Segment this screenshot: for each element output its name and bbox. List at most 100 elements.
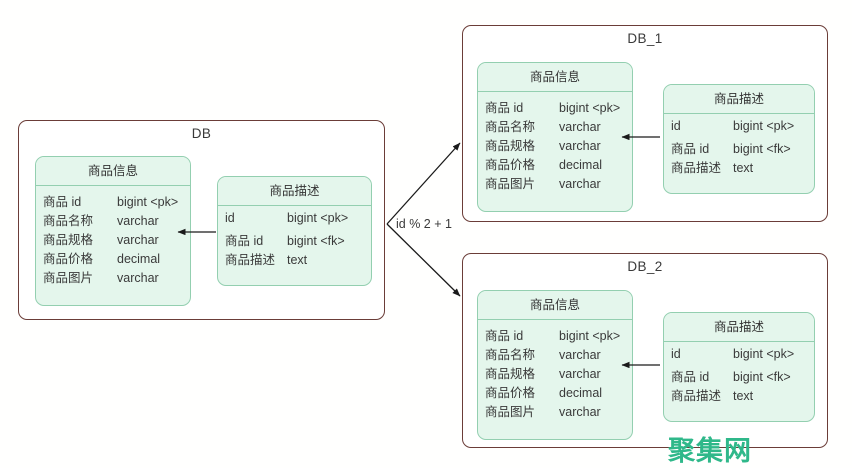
table-row: 商品图片 varchar (36, 267, 190, 286)
field-type: varchar (117, 233, 159, 247)
table-row: 商品 id bigint <pk> (36, 191, 190, 210)
field-type: decimal (559, 386, 603, 400)
shard-arrow-to-db1 (386, 142, 461, 225)
table-title: 商品信息 (478, 63, 632, 92)
table-row: 商品规格 varchar (478, 135, 632, 154)
table-title: 商品信息 (478, 291, 632, 320)
table-body: 商品 id bigint <pk> 商品名称 varchar 商品规格 varc… (36, 186, 190, 292)
table-row: 商品 id bigint <fk> (664, 366, 814, 385)
field-type: bigint <fk> (287, 234, 345, 248)
field-type: text (733, 389, 754, 403)
field-type: varchar (559, 139, 601, 153)
field-name: 商品规格 (43, 233, 94, 247)
table-title: 商品信息 (36, 157, 190, 186)
table-source-desc: 商品描述 id bigint <pk> 商品 id bigint <fk> 商品… (217, 176, 372, 286)
field-type: varchar (559, 348, 601, 362)
field-name: 商品 id (485, 101, 524, 115)
field-type: bigint <pk> (117, 195, 179, 209)
db-title-shard-2: DB_2 (627, 259, 663, 274)
field-type: bigint <pk> (733, 347, 795, 361)
field-type: bigint <pk> (559, 101, 621, 115)
table-row: 商品描述 text (664, 385, 814, 404)
field-name: 商品名称 (485, 120, 536, 134)
table-row: 商品描述 text (218, 249, 371, 268)
table-row: 商品规格 varchar (478, 363, 632, 382)
db-container-source: DB 商品信息 商品 id bigint <pk> 商品名称 varchar 商… (18, 120, 385, 320)
field-name: 商品 id (671, 370, 710, 384)
field-name: id (671, 347, 681, 361)
table-title: 商品描述 (664, 85, 814, 114)
field-type: varchar (559, 367, 601, 381)
table-row: id bigint <pk> (664, 347, 814, 366)
table-row: 商品名称 varchar (478, 344, 632, 363)
field-type: bigint <pk> (287, 211, 349, 225)
table-shard2-info: 商品信息 商品 id bigint <pk> 商品名称 varchar 商品规格… (477, 290, 633, 440)
field-type: varchar (117, 271, 159, 285)
table-row: 商品规格 varchar (36, 229, 190, 248)
table-row: 商品 id bigint <pk> (478, 325, 632, 344)
table-body: id bigint <pk> 商品 id bigint <fk> 商品描述 te… (218, 206, 371, 274)
field-name: 商品图片 (43, 271, 94, 285)
db-title-shard-1: DB_1 (627, 31, 663, 46)
field-name: 商品名称 (43, 214, 94, 228)
field-type: bigint <fk> (733, 370, 791, 384)
table-shard2-desc: 商品描述 id bigint <pk> 商品 id bigint <fk> 商品… (663, 312, 815, 422)
table-title: 商品描述 (218, 177, 371, 206)
table-row: id bigint <pk> (664, 119, 814, 138)
table-body: id bigint <pk> 商品 id bigint <fk> 商品描述 te… (664, 342, 814, 410)
table-body: 商品 id bigint <pk> 商品名称 varchar 商品规格 varc… (478, 320, 632, 426)
table-row: 商品名称 varchar (36, 210, 190, 229)
table-row: 商品名称 varchar (478, 116, 632, 135)
table-row: 商品描述 text (664, 157, 814, 176)
table-row: 商品价格 decimal (36, 248, 190, 267)
field-type: bigint <pk> (733, 119, 795, 133)
db-container-shard-2: DB_2 商品信息 商品 id bigint <pk> 商品名称 varchar… (462, 253, 828, 467)
table-source-info: 商品信息 商品 id bigint <pk> 商品名称 varchar 商品规格… (35, 156, 191, 306)
field-type: varchar (559, 405, 601, 419)
field-name: 商品价格 (43, 252, 94, 266)
table-row: 商品图片 varchar (478, 173, 632, 192)
field-name: 商品 id (43, 195, 82, 209)
table-shard1-desc: 商品描述 id bigint <pk> 商品 id bigint <fk> 商品… (663, 84, 815, 194)
field-name: 商品 id (225, 234, 264, 248)
field-type: text (733, 161, 754, 175)
db-title-source: DB (191, 126, 212, 141)
field-name: 商品规格 (485, 139, 536, 153)
field-name: 商品价格 (485, 386, 536, 400)
table-title: 商品描述 (664, 313, 814, 342)
db-container-shard-1: DB_1 商品信息 商品 id bigint <pk> 商品名称 varchar… (462, 25, 828, 222)
field-name: id (671, 119, 681, 133)
sharding-rule-label: id % 2 + 1 (396, 217, 452, 231)
field-name: 商品价格 (485, 158, 536, 172)
table-row: 商品图片 varchar (478, 401, 632, 420)
table-row: id bigint <pk> (218, 211, 371, 230)
field-name: 商品图片 (485, 177, 536, 191)
table-row: 商品价格 decimal (478, 382, 632, 401)
table-shard1-info: 商品信息 商品 id bigint <pk> 商品名称 varchar 商品规格… (477, 62, 633, 212)
table-row: 商品 id bigint <fk> (218, 230, 371, 249)
table-row: 商品价格 decimal (478, 154, 632, 173)
watermark: 聚集网 (668, 436, 752, 467)
field-name: id (225, 211, 235, 225)
field-type: decimal (117, 252, 161, 266)
field-name: 商品名称 (485, 348, 536, 362)
table-row: 商品 id bigint <pk> (478, 97, 632, 116)
field-type: decimal (559, 158, 603, 172)
field-type: varchar (117, 214, 159, 228)
shard-arrow-to-db2 (386, 223, 461, 297)
field-type: varchar (559, 120, 601, 134)
field-type: text (287, 253, 308, 267)
field-name: 商品规格 (485, 367, 536, 381)
field-name: 商品图片 (485, 405, 536, 419)
field-name: 商品 id (485, 329, 524, 343)
field-type: bigint <fk> (733, 142, 791, 156)
table-row: 商品 id bigint <fk> (664, 138, 814, 157)
field-name: 商品描述 (671, 161, 722, 175)
table-body: 商品 id bigint <pk> 商品名称 varchar 商品规格 varc… (478, 92, 632, 198)
table-body: id bigint <pk> 商品 id bigint <fk> 商品描述 te… (664, 114, 814, 182)
field-name: 商品 id (671, 142, 710, 156)
field-name: 商品描述 (225, 253, 276, 267)
field-type: varchar (559, 177, 601, 191)
field-type: bigint <pk> (559, 329, 621, 343)
